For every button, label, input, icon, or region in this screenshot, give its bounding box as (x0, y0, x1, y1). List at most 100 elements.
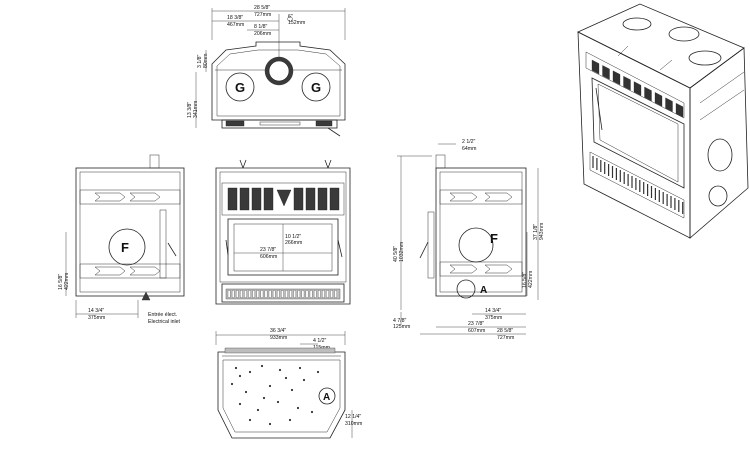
bottom-view: 36 3/4" 933mm 4 1/2" 115mm A 12 1/4" 310… (215, 328, 362, 439)
grille-slot (227, 290, 231, 298)
dim-front-opening-h-mm: 266mm (285, 240, 302, 246)
grille-slot (240, 290, 243, 298)
grille-slot (318, 290, 321, 298)
grille-slot (236, 290, 239, 298)
iso-port-top-1 (622, 17, 652, 31)
dim-right-h-in: 37 1/8" (533, 224, 539, 240)
top-view: 28 5/8" 727mm 18 3/8" 467mm 8 1/8" 206mm… (187, 5, 346, 137)
label-f-right: F (490, 231, 498, 246)
iso-louvre (602, 65, 610, 80)
dim-right-top-in: 2 1/2" (462, 139, 476, 145)
g-port-right (301, 72, 331, 102)
dim-top-overall-in: 28 5/8" (254, 5, 270, 11)
grille-slot (334, 290, 337, 298)
iso-grille (592, 156, 684, 214)
fastener-dot (268, 422, 272, 426)
dim-top-depth-mm: 80mm (203, 54, 209, 68)
dim-right-top-mm: 64mm (462, 146, 476, 152)
fastener-dot (288, 418, 292, 422)
grille-slot (309, 290, 313, 298)
dim-right-side-h-in: 16 5/8" (522, 272, 528, 288)
dim-right-w3-mm: 727mm (497, 335, 514, 341)
iso-louvre (644, 86, 652, 102)
fastener-dot (316, 370, 320, 374)
grille-slot (256, 290, 260, 298)
fastener-dot (284, 376, 288, 380)
grille-slot (326, 290, 329, 298)
fastener-dot (248, 370, 252, 374)
grille-slot (252, 290, 255, 298)
grille-slot (272, 290, 276, 298)
dim-right-small-in: 4 7/8" (393, 318, 407, 324)
dim-right-w1-mm: 375mm (485, 315, 502, 321)
dim-top-side-in: 13 3/8" (187, 102, 193, 118)
label-f-left: F (121, 240, 129, 255)
grille-slot (301, 290, 305, 298)
iso-louvre (633, 81, 642, 96)
dim-right-w3-in: 28 5/8" (497, 328, 513, 334)
dim-bottom-depth-in: 12 1/4" (345, 414, 361, 420)
grille-slot (297, 290, 301, 298)
front-view: 23 7/8" 606mm 10 1/2" 266mm (215, 159, 351, 305)
fastener-dot (268, 384, 272, 388)
grille-slot (305, 290, 309, 298)
iso-louvres (591, 59, 684, 118)
dim-left-width-mm: 375mm (88, 315, 105, 321)
grille-slot (289, 290, 292, 298)
dim-bottom-depth-mm: 310mm (345, 421, 362, 427)
dim-top-collar-in: 8 1/8" (254, 24, 268, 30)
fastener-dot (248, 418, 252, 422)
electrical-inlet-en: Electrical inlet (148, 319, 181, 325)
grille-slot (268, 290, 272, 298)
label-g-right: G (311, 80, 321, 95)
grille-slot (277, 290, 280, 298)
right-view: 2 1/2" 64mm F A 40 5/8" 1032mm 4 7/8" 12… (393, 139, 545, 341)
dim-top-dia-mm: 152mm (288, 20, 305, 26)
electrical-inlet-fr: Entrée élect. (148, 312, 177, 318)
grille-slot (330, 290, 333, 298)
fastener-dot (238, 374, 242, 378)
dim-bottom-width-in: 36 3/4" (270, 328, 286, 334)
dim-right-total-h-in: 40 5/8" (393, 246, 399, 262)
grille-slot (231, 290, 235, 298)
dim-right-h-mm: 943mm (539, 223, 545, 240)
dim-front-opening-w-in: 23 7/8" (260, 247, 276, 253)
g-port-left (225, 72, 255, 102)
iso-louvre (675, 102, 684, 118)
grille-slot (293, 290, 296, 298)
fastener-dot (256, 408, 260, 412)
f-port-right (458, 227, 494, 263)
dim-top-depth-in: 3 1/8" (197, 54, 203, 68)
dim-left-height-in: 16 5/8" (58, 274, 64, 290)
grille-slot (264, 290, 268, 298)
left-view: F 16 5/8" 422mm 14 3/4" 375mm Entrée éle… (58, 154, 185, 325)
dim-top-collar-mm: 206mm (254, 31, 271, 37)
dim-bottom-offset-in: 4 1/2" (313, 338, 327, 344)
grille-slot (248, 290, 251, 298)
dim-left-height-mm: 422mm (64, 273, 70, 290)
grille-slot (260, 290, 264, 298)
a-port-right (456, 279, 476, 299)
dim-front-opening-h-in: 10 1/2" (285, 234, 301, 240)
fastener-dot (276, 400, 280, 404)
fastener-dot (262, 396, 266, 400)
dim-right-small-mm: 125mm (393, 324, 410, 330)
dim-front-opening-w-mm: 606mm (260, 254, 277, 260)
bottom-fastener-dots (230, 364, 320, 426)
dim-right-w1-in: 14 3/4" (485, 308, 501, 314)
fastener-dot (296, 406, 300, 410)
louvre-panel (227, 187, 340, 211)
dim-top-half-mm: 467mm (227, 22, 244, 28)
fastener-dot (278, 368, 282, 372)
dim-right-side-h-mm: 422mm (528, 271, 534, 288)
label-a-bottom: A (323, 392, 330, 403)
a-port-bottom (318, 387, 336, 405)
grille-slot (285, 290, 288, 298)
diameter-icon (287, 16, 293, 22)
fastener-dot (230, 382, 234, 386)
dim-bottom-width-mm: 933mm (270, 335, 287, 341)
label-g-left: G (235, 80, 245, 95)
iso-louvre (665, 97, 673, 113)
iso-louvre (612, 70, 621, 86)
